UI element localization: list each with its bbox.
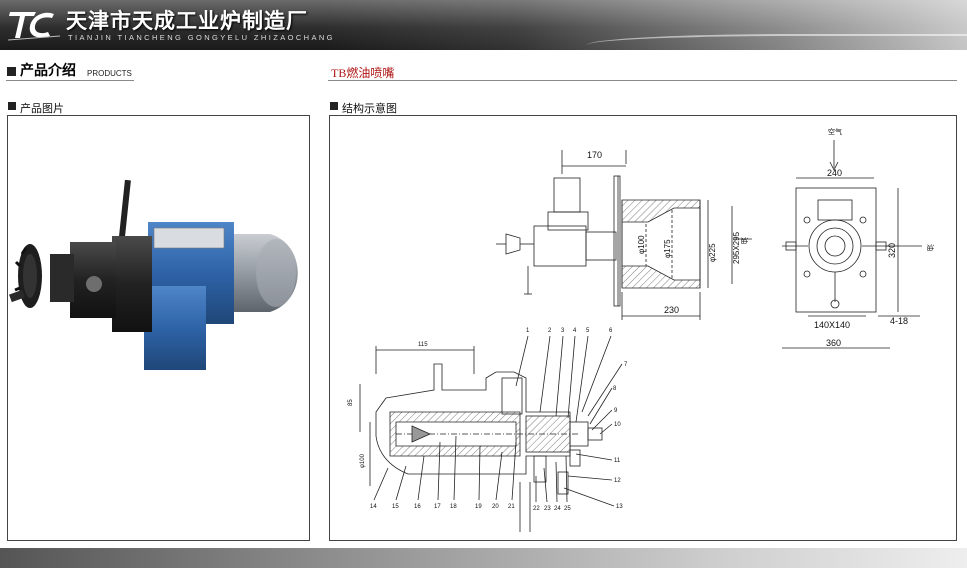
product-section-bar [328,62,957,81]
part-number: 20 [492,504,499,510]
part-number: 17 [434,504,441,510]
part-number: 3 [561,328,565,334]
section-title: 产品介绍 [20,63,76,79]
dim-230: 230 [664,305,679,315]
product-photo-panel [7,115,310,541]
company-pinyin: TIANJIN TIANCHENG GONGYELU ZHIZAOCHANG [68,33,335,42]
header-curve [587,34,967,50]
part-number: 23 [544,506,551,512]
part-number: 16 [414,504,421,510]
photo-panel-label: 产品图片 [20,102,64,115]
part-number: 19 [475,504,482,510]
part-number: 10 [614,422,621,428]
dim-140x140: 140X140 [814,320,850,330]
part-number: 1 [526,328,530,334]
oil-label: 油 [740,237,749,244]
dim-115: 115 [418,342,428,348]
part-number: 2 [548,328,552,334]
dim-295x295: 295X295 [732,231,741,264]
dim-phi225: φ225 [708,243,717,262]
air-label: 空气 [828,127,842,136]
part-number: 25 [564,506,571,512]
part-number: 5 [586,328,590,334]
footer-bar [0,548,967,568]
company-logo [7,12,61,41]
section-title-en: PRODUCTS [87,69,132,78]
part-number: 21 [508,504,515,510]
dim-phi175: φ175 [663,239,672,258]
sectional-view: 115 85 φ100 [348,342,603,532]
part-number: 13 [616,504,623,510]
dim-4-18: 4-18 [890,316,908,326]
company-name: 天津市天成工业炉制造厂 [66,9,308,33]
part-number: 4 [573,328,577,334]
diagram-panel-label: 结构示意图 [342,102,397,115]
dim-phi100-section: φ100 [360,453,366,468]
part-number: 6 [609,328,613,334]
structure-diagram-panel: 170 φ100 φ175 φ225 2 9 5 [329,115,957,541]
part-number: 18 [450,504,457,510]
product-photo [9,179,298,370]
header-banner: 天津市天成工业炉制造厂 TIANJIN TIANCHENG GONGYELU Z… [0,0,967,50]
part-number: 14 [370,504,377,510]
part-number: 8 [613,386,617,392]
square-bullet-icon [8,102,16,110]
dim-240: 240 [827,168,842,178]
side-view: 空气 240 320 油 140X140 4- [782,127,935,349]
dim-phi100: φ100 [637,235,646,254]
product-name: TB燃油喷嘴 [331,66,395,80]
part-number: 12 [614,478,621,484]
part-number: 22 [533,506,540,512]
side-oil-label: 油 [926,244,935,251]
intro-section-bar [6,62,134,81]
dim-170: 170 [587,150,602,160]
part-number: 24 [554,506,561,512]
part-number: 9 [614,408,618,414]
dim-85: 85 [348,399,354,406]
square-bullet-icon [7,67,16,76]
part-callouts: 1 2 3 4 5 6 7 8 9 10 11 12 13 14 15 16 1… [370,328,628,512]
part-number: 11 [614,458,621,464]
dim-360: 360 [826,338,841,348]
elevation-view: 170 φ100 φ175 φ225 295 [496,150,752,320]
structure-diagram: 170 φ100 φ175 φ225 2 9 5 [348,127,935,532]
part-number: 15 [392,504,399,510]
dim-320: 320 [887,243,897,258]
part-number: 7 [624,362,628,368]
square-bullet-icon [330,102,338,110]
